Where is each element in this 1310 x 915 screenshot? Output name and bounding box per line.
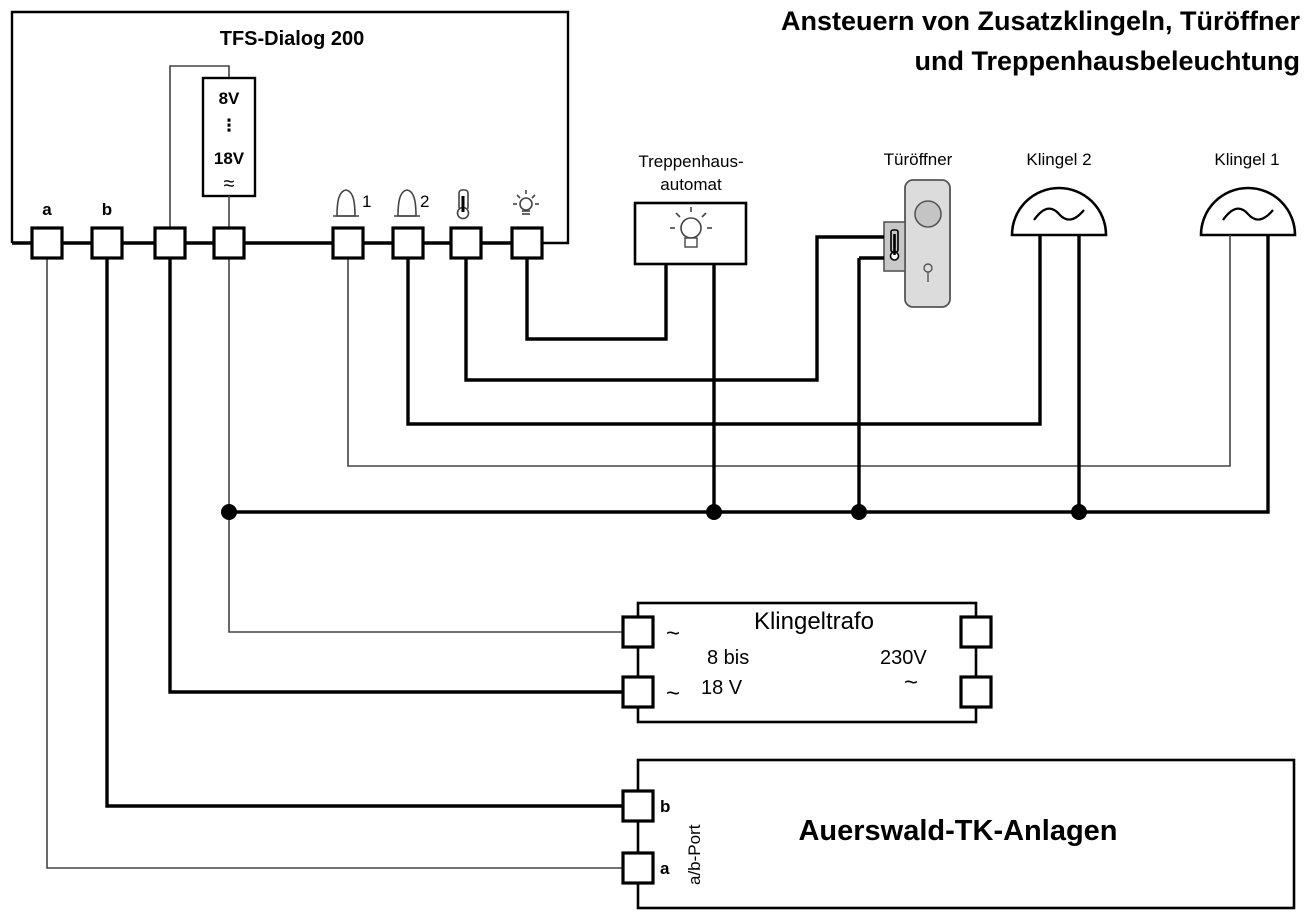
wire-staircase-light [525, 258, 668, 341]
junction-dot [1071, 504, 1087, 520]
staircase-label-line2: automat [660, 175, 722, 194]
transformer-primary-terminal-1 [959, 615, 993, 649]
transformer-primary-terminal-2 [959, 675, 993, 709]
transformer-secondary-terminal-1 [621, 615, 655, 649]
door-opener-button [914, 200, 942, 228]
door-opener-terminal-key-icon [889, 229, 900, 261]
terminal-supply-1 [212, 226, 246, 260]
wire-a-to-pbx [46, 258, 623, 869]
pbx-terminal-b-label: b [660, 797, 670, 816]
bell-2-wave-icon [1033, 207, 1085, 221]
bell-1-dome [1199, 186, 1297, 237]
terminal-light [510, 226, 544, 260]
terminal-supply-2 [153, 226, 187, 260]
transformer-primary-ac-symbol: ~ [904, 669, 918, 696]
wire-b-to-pbx [105, 258, 623, 808]
light-bulb-icon [513, 190, 539, 215]
pbx-terminal-a [621, 851, 655, 885]
voltage-ac-symbol: ≈ [224, 173, 235, 195]
internal-link-wire [169, 65, 230, 243]
staircase-bulb-icon [670, 207, 712, 248]
transformer-ac-symbol-2: ~ [666, 680, 680, 707]
terminal-bell-2 [391, 226, 425, 260]
tfs-housing-frame [10, 10, 570, 245]
terminal-door-opener [449, 226, 483, 260]
bell-2-dome [1010, 186, 1108, 237]
transformer-primary-voltage: 230V [880, 647, 927, 669]
bell-2-label: Klingel 2 [1026, 150, 1091, 169]
terminal-a-label: a [42, 200, 52, 219]
voltage-min-label: 8V [219, 89, 240, 108]
terminal-bell-1 [331, 226, 365, 260]
wire-bell-2 [406, 235, 1042, 426]
junction-dot [706, 504, 722, 520]
voltage-max-label: 18V [214, 149, 245, 168]
pbx-box [636, 758, 1296, 910]
tfs-terminals [30, 226, 544, 260]
pbx-unit: b a a/b-Port Auerswald-TK-Anlagen [621, 758, 1296, 910]
staircase-automat: Treppenhaus- automat [633, 152, 748, 266]
wire-trafo-secondary-1 [228, 258, 623, 633]
transformer-title: Klingeltrafo [754, 608, 874, 635]
transformer-ac-symbol-1: ~ [666, 620, 680, 647]
bell-2-index: 2 [420, 192, 429, 211]
door-opener-body [904, 179, 951, 308]
diagram-title-line2: und Treppenhausbeleuchtung [914, 46, 1300, 76]
terminal-b-label: b [102, 200, 112, 219]
bell-1: Klingel 1 [1199, 150, 1297, 237]
bell-1-label: Klingel 1 [1214, 150, 1279, 169]
wire-door-opener [464, 235, 884, 382]
bell-1-index: 1 [362, 192, 371, 211]
wiring [46, 235, 1270, 869]
bell-transformer: Klingeltrafo ~ ~ 8 bis 18 V 230V ~ [621, 601, 993, 724]
bell-2: Klingel 2 [1010, 150, 1108, 237]
bell-1-icon: 1 [333, 189, 371, 217]
pbx-port-label: a/b-Port [685, 824, 704, 885]
pbx-title: Auerswald-TK-Anlagen [798, 815, 1117, 847]
junction-dot [851, 504, 867, 520]
junction-dot [221, 504, 237, 520]
bell-1-wave-icon [1222, 207, 1274, 221]
door-opener-key-icon [456, 189, 470, 220]
transformer-secondary-terminal-2 [621, 675, 655, 709]
terminal-b [90, 226, 124, 260]
tfs-title: TFS-Dialog 200 [220, 28, 364, 50]
common-bus-wire [229, 235, 1270, 514]
transformer-box [636, 601, 978, 724]
door-opener-label: Türöffner [884, 150, 953, 169]
terminal-a [30, 226, 64, 260]
wire-trafo-secondary-2 [168, 258, 623, 694]
diagram-title-line1: Ansteuern von Zusatzklingeln, Türöffner [781, 6, 1301, 36]
pbx-terminal-b [621, 789, 655, 823]
bell-2-icon: 2 [394, 189, 429, 217]
door-opener: Türöffner [883, 150, 953, 308]
pbx-terminal-a-label: a [660, 859, 670, 878]
staircase-label-line1: Treppenhaus- [638, 152, 743, 171]
transformer-secondary-voltage-line1: 8 bis [707, 647, 749, 669]
wire-bell-1 [347, 235, 1231, 467]
staircase-automat-box [633, 201, 748, 266]
tfs-dialog-unit: TFS-Dialog 200 8V ⋮ 18V ≈ a b 1 2 [10, 10, 570, 245]
transformer-secondary-voltage-line2: 18 V [701, 677, 743, 699]
voltage-dots: ⋮ [221, 116, 238, 135]
